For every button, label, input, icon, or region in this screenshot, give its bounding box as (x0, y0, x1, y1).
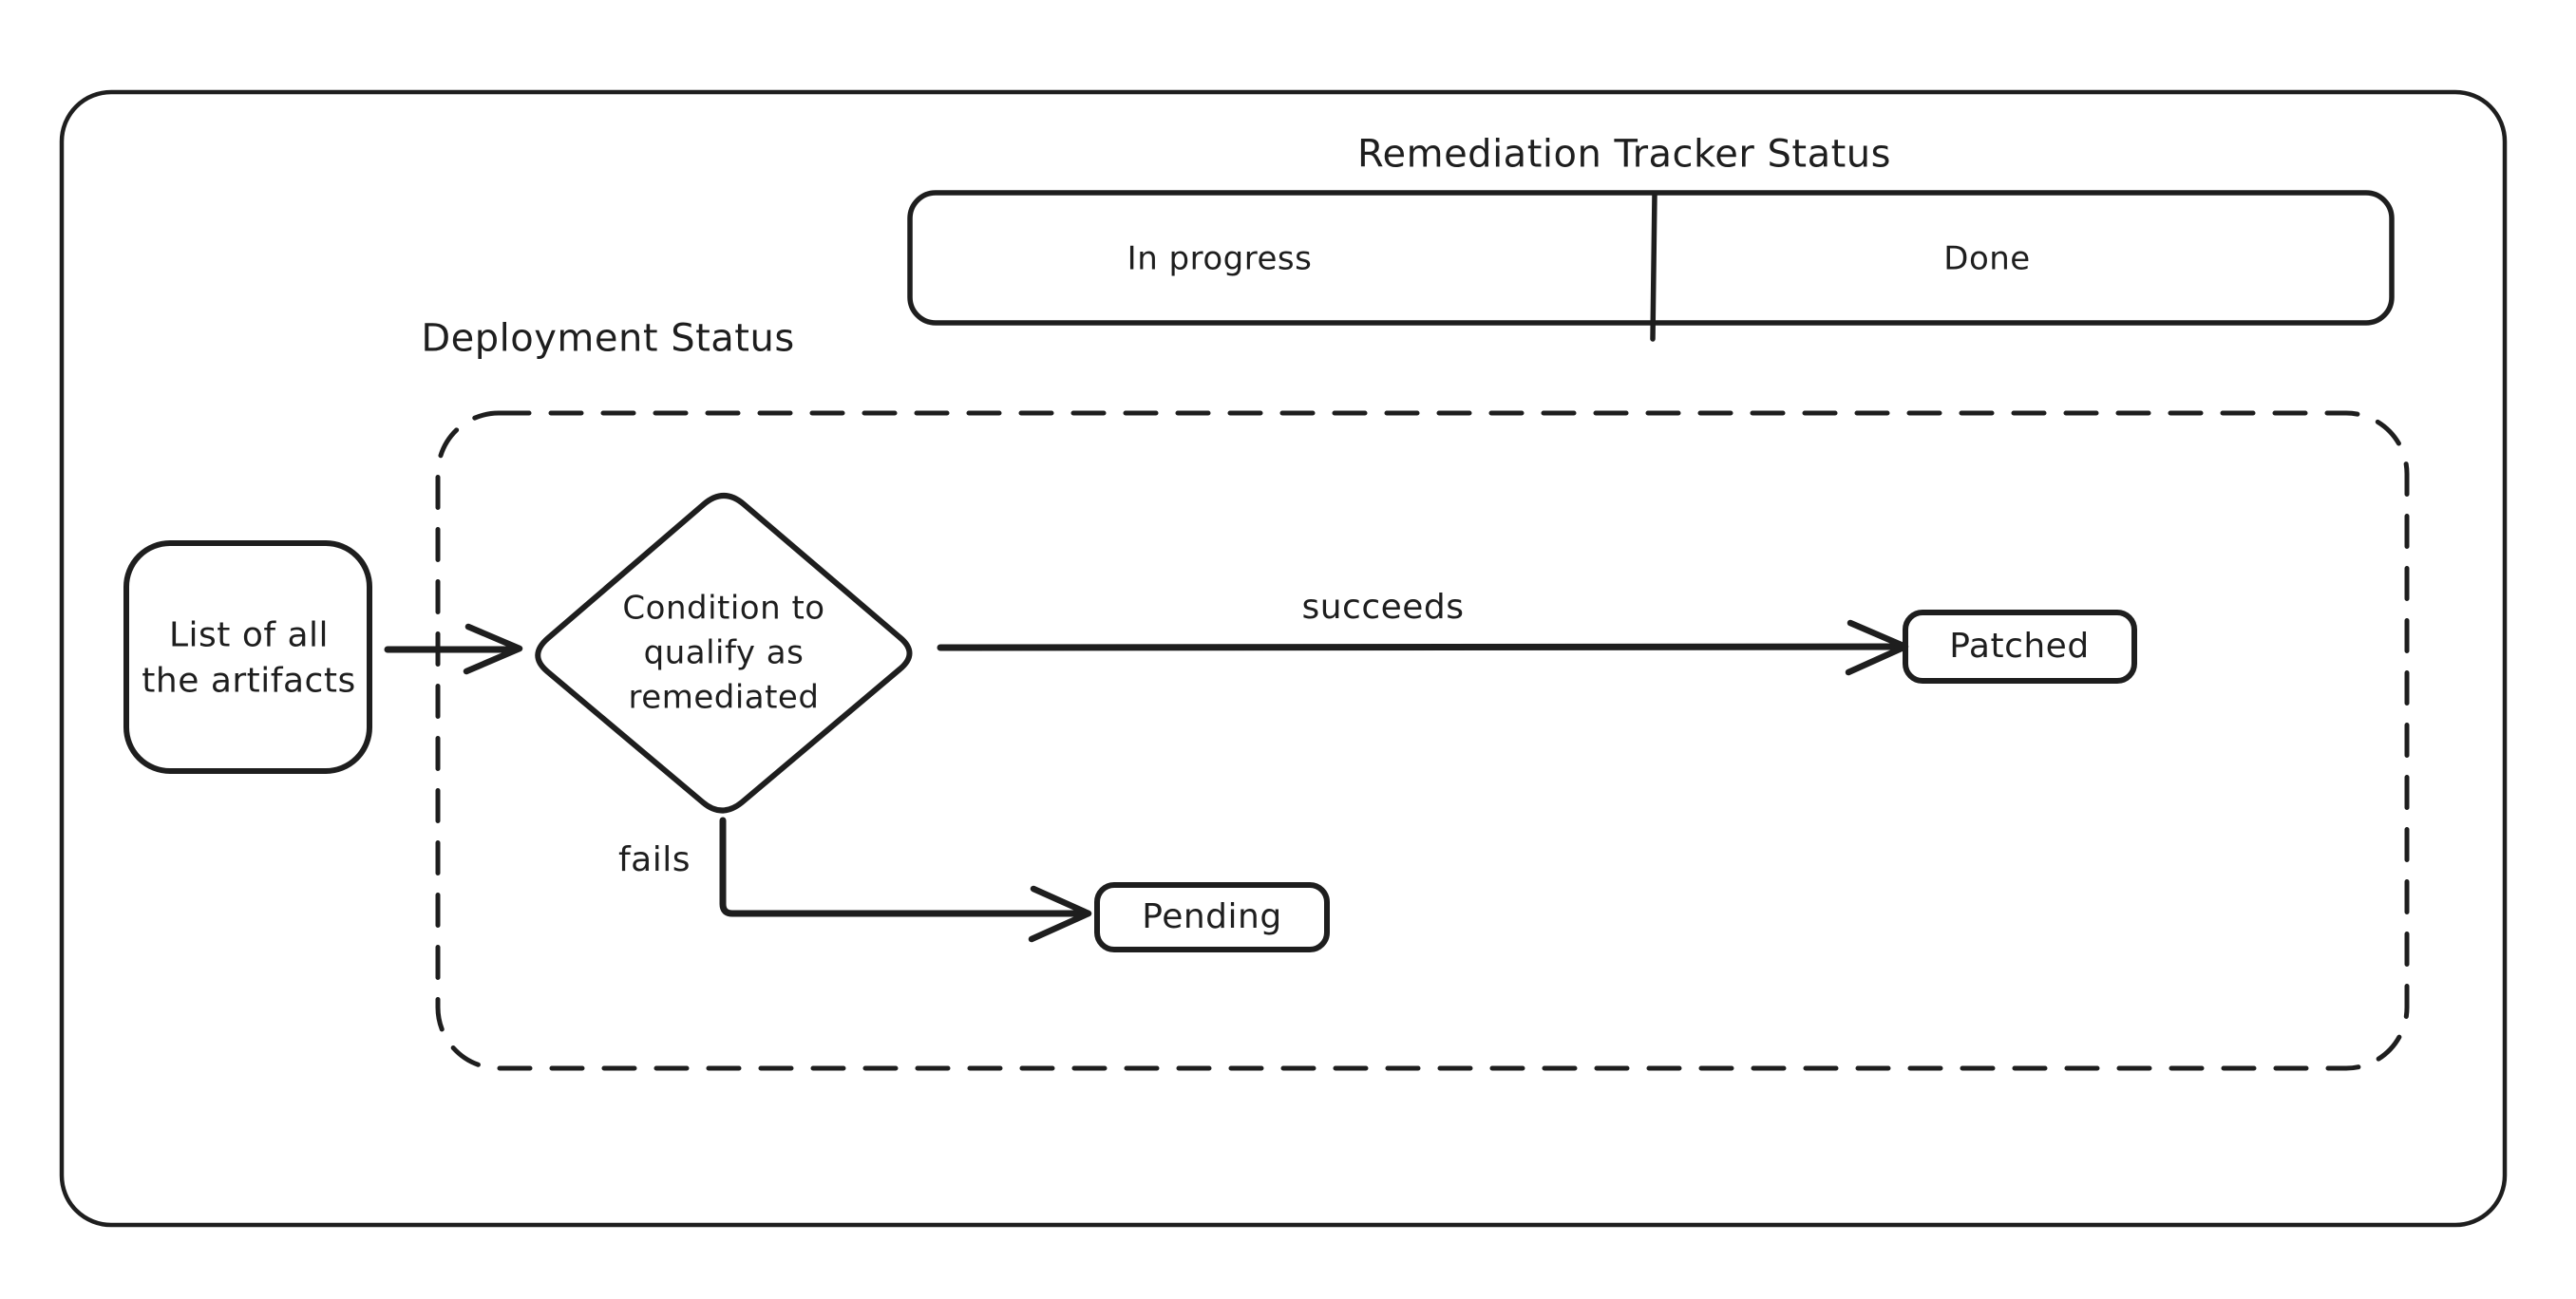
diagram-title: Remediation Tracker Status (1356, 132, 1892, 177)
succeeds-arrow (940, 623, 1905, 672)
succeeds-arrow-label: succeeds (1301, 588, 1465, 628)
pending-box-label: Pending (1142, 897, 1282, 937)
arrow-shaft (940, 647, 1902, 648)
artifacts-box-label: List of all the artifacts (142, 615, 356, 700)
deployment-status-boundary (438, 413, 2407, 1068)
pending-box (1097, 885, 1327, 950)
tracker-divider-line (1653, 194, 1655, 339)
condition-diamond (538, 496, 909, 811)
arrow-head (466, 627, 520, 671)
artifacts-to-condition-arrow (388, 627, 520, 671)
patched-box-label: Patched (1949, 627, 2090, 667)
deployment-status-label: Deployment Status (421, 316, 795, 361)
fails-arrow (723, 820, 1089, 939)
fails-arrow-label: fails (618, 840, 691, 880)
patched-box (1905, 612, 2134, 681)
arrow-head (1032, 889, 1089, 939)
in-progress-label: In progress (1127, 239, 1313, 278)
done-label: Done (1943, 239, 2031, 278)
condition-diamond-label: Condition to qualify as remediated (622, 589, 825, 717)
outer-frame (62, 92, 2505, 1225)
artifacts-box (126, 543, 369, 771)
arrow-shaft (723, 820, 1083, 913)
